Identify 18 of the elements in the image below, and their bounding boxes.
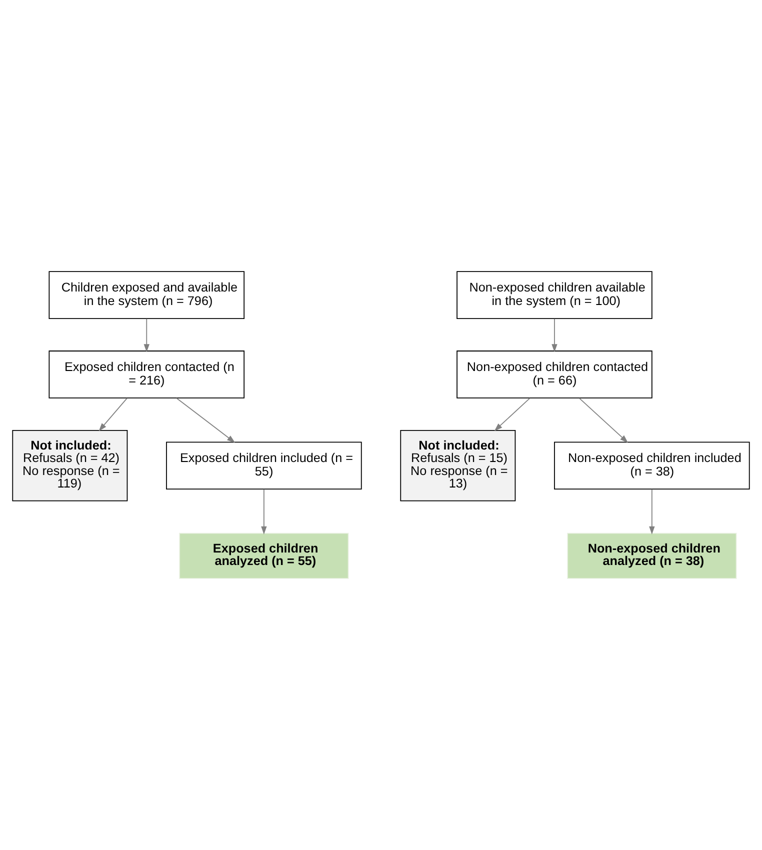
node-box: Exposed children analyzed (n = 55) <box>179 532 349 579</box>
arrow <box>578 398 628 443</box>
node-box: Exposed children contacted (n = 216) <box>48 350 245 398</box>
arrow <box>176 398 236 443</box>
node-box: Non-exposed children available in the system (n = 100) <box>456 271 652 319</box>
arrow <box>261 488 267 535</box>
node-box: Not included: Refusals (n = 15) No response (n = 13) <box>400 430 516 502</box>
node-box: Children exposed and available in the system (n = 796) <box>48 271 245 319</box>
arrow <box>649 488 655 535</box>
node-box: Exposed children included (n = 55) <box>166 442 362 490</box>
arrow <box>144 318 150 352</box>
arrow <box>552 318 558 352</box>
arrow <box>494 398 530 432</box>
node-box: Non-exposed children included (n = 38) <box>554 442 750 490</box>
node-box: Non-exposed children analyzed (n = 38) <box>567 532 737 579</box>
node-box: Not included: Refusals (n = 42) No response (n = 119) <box>12 430 128 502</box>
node-box: Non-exposed children contacted (n = 66) <box>456 350 652 398</box>
arrow <box>98 398 128 432</box>
